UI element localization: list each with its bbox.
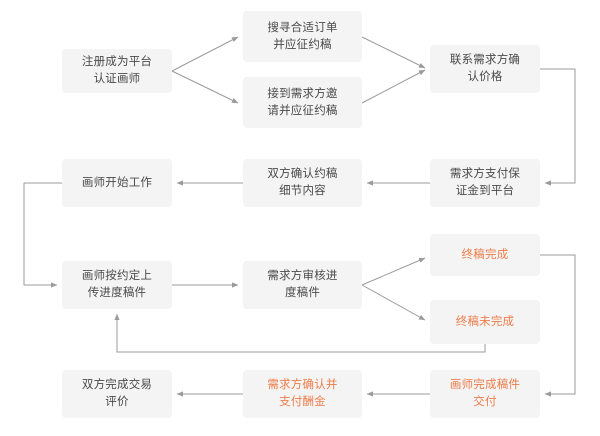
flow-edge-e2 bbox=[171, 70, 239, 104]
flow-node-label: 注册成为平台 认证画师 bbox=[81, 56, 153, 85]
flow-node-n2[interactable]: 搜寻合适订单 并应征约稿 bbox=[243, 11, 362, 62]
flow-node-label: 画师开始工作 bbox=[81, 176, 153, 189]
flow-edge-e5 bbox=[540, 68, 576, 186]
flow-node-n3[interactable]: 接到需求方邀 请并应征约稿 bbox=[243, 77, 362, 128]
flow-edge-e4 bbox=[361, 69, 426, 104]
flow-node-label: 终稿未完成 bbox=[455, 315, 515, 328]
flow-node-n13[interactable]: 需求方确认并 支付酬金 bbox=[243, 370, 362, 418]
flow-node-n5[interactable]: 需求方支付保 证金到平台 bbox=[430, 159, 540, 207]
flow-edge-e8 bbox=[23, 182, 62, 288]
flow-node-label: 需求方审核进 度稿件 bbox=[267, 270, 338, 299]
flow-edge-e12 bbox=[540, 254, 576, 397]
flow-edge-e1 bbox=[171, 36, 239, 72]
flow-node-label: 搜寻合适订单 并应征约稿 bbox=[267, 21, 338, 51]
flow-node-label: 接到需求方邀 请并应征约稿 bbox=[267, 87, 338, 117]
flow-node-n6[interactable]: 双方确认约稿 细节内容 bbox=[243, 159, 362, 207]
flow-node-n8[interactable]: 画师按约定上 传进度稿件 bbox=[62, 261, 172, 309]
flow-node-label: 需求方支付保 证金到平台 bbox=[449, 168, 521, 197]
flow-node-n7[interactable]: 画师开始工作 bbox=[62, 159, 172, 207]
flow-node-label: 联系需求方确 认价格 bbox=[449, 54, 521, 83]
edges-group bbox=[23, 36, 576, 397]
flow-node-label: 终稿完成 bbox=[461, 248, 509, 261]
flow-node-n9[interactable]: 需求方审核进 度稿件 bbox=[243, 261, 362, 309]
flow-node-label: 画师按约定上 传进度稿件 bbox=[81, 270, 153, 299]
flow-node-label: 双方完成交易 评价 bbox=[81, 379, 153, 408]
flow-node-n12[interactable]: 画师完成稿件 交付 bbox=[430, 370, 540, 418]
flow-node-n14[interactable]: 双方完成交易 评价 bbox=[62, 370, 172, 418]
flow-node-n1[interactable]: 注册成为平台 认证画师 bbox=[62, 49, 172, 93]
flow-edge-e11 bbox=[361, 284, 426, 321]
flow-node-label: 双方确认约稿 细节内容 bbox=[267, 168, 338, 197]
flow-node-n4[interactable]: 联系需求方确 认价格 bbox=[430, 45, 540, 93]
flow-edge-e3 bbox=[361, 36, 426, 69]
flow-edge-e10 bbox=[361, 257, 426, 286]
flow-node-n10[interactable]: 终稿完成 bbox=[430, 234, 540, 276]
flow-node-label: 需求方确认并 支付酬金 bbox=[267, 379, 338, 408]
flow-edge-e13 bbox=[114, 313, 486, 353]
flow-node-label: 画师完成稿件 交付 bbox=[449, 379, 521, 408]
flow-node-n11[interactable]: 终稿未完成 bbox=[430, 300, 540, 344]
